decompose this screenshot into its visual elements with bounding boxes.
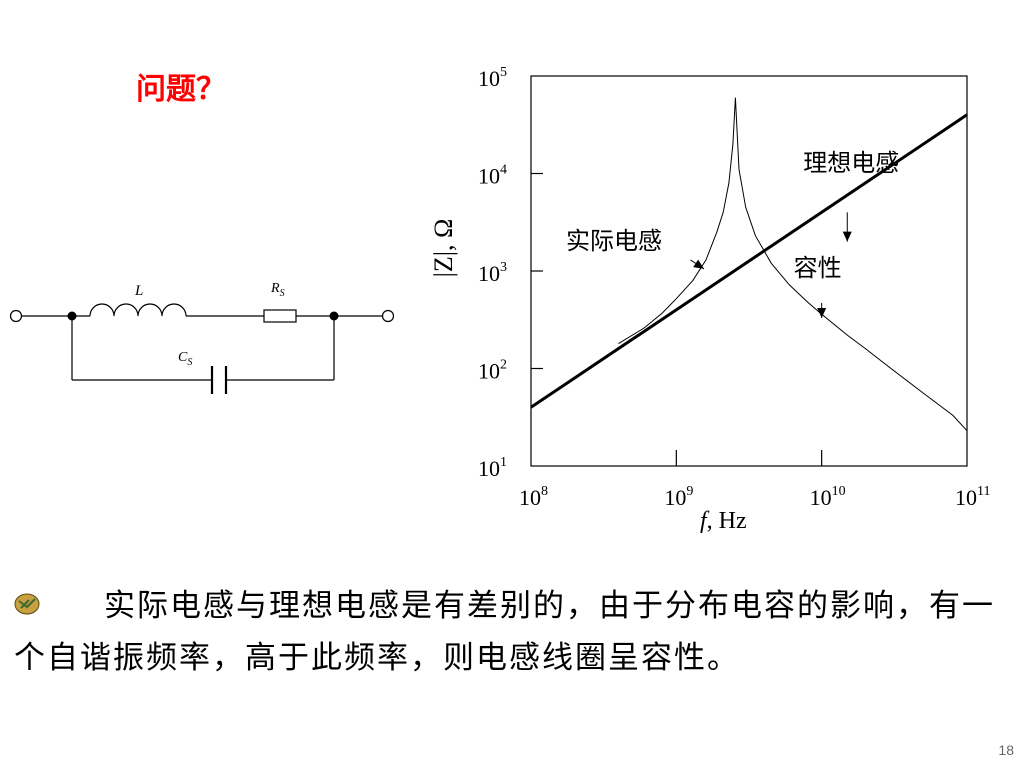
x-tick-label: 108 [519,484,548,510]
ideal-inductor-line [530,113,968,409]
left-node [67,311,77,321]
annotation-label: 容性 [794,254,842,282]
svg-text:f, Hz: f, Hz [700,508,747,534]
x-tick-label: 1011 [955,484,990,510]
y-tick-label: 102 [478,358,507,384]
left-terminal [9,309,23,323]
annotation-arrow-head [842,231,852,242]
y-tick-label: 101 [478,455,507,481]
body-text: 实际电感与理想电感是有差别的，由于分布电容的影响，有一个自谐振频率，高于此频率，… [14,588,995,676]
x-axis-label-unit: , Hz [707,508,747,534]
annotation-label: 实际电感 [566,227,662,255]
capacitor-subscript: S [187,357,192,368]
real-inductor-curve [618,97,968,432]
plot-frame [530,75,968,467]
body-paragraph: 实际电感与理想电感是有差别的，由于分布电容的影响，有一个自谐振频率，高于此频率，… [14,580,1014,684]
capacitor-label: C [178,350,188,365]
right-node [329,311,339,321]
resistor-subscript: S [280,288,285,299]
y-tick-label: 103 [478,260,507,286]
impedance-chart: 108 109 1010 1011 101 102 103 104 105 理想电感实际电感容… [429,65,990,534]
circuit-diagram: L RS CS [9,281,395,394]
y-tick-label: 104 [478,163,507,189]
svg-text:CS: CS [178,350,192,368]
y-axis-label: |Z|, Ω [429,219,458,278]
annotation-arrow-head [817,307,827,318]
x-axis-label-f: f [700,508,710,534]
right-terminal [381,309,395,323]
page-number: 18 [998,742,1014,758]
y-tick-label: 105 [478,65,507,91]
bullet-icon [14,593,40,614]
svg-text:RS: RS [270,281,285,299]
x-tick-label: 109 [664,484,693,510]
question-heading: 问题？ [136,72,226,107]
x-tick-label: 1010 [810,484,846,510]
inductor-coil [89,303,187,317]
resistor-label: R [270,281,280,296]
inductor-label: L [134,283,143,299]
annotation-label: 理想电感 [803,149,899,177]
annotation-arrow-head [693,259,704,269]
